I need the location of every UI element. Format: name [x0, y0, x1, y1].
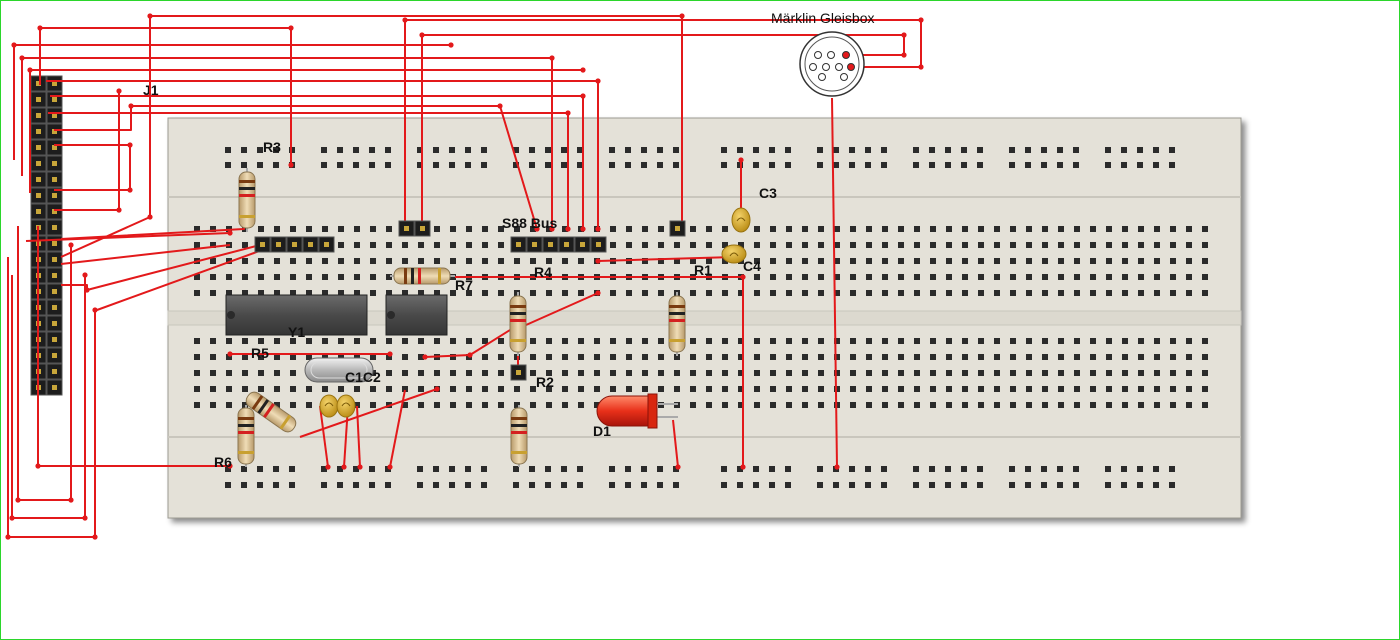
r1-label: R1: [694, 262, 712, 278]
c1c2-label: C1C2: [345, 369, 381, 385]
r5-label: R5: [251, 345, 269, 361]
led-d1: [596, 393, 678, 429]
resistor-r7: [390, 267, 455, 285]
d1-label: D1: [593, 423, 611, 439]
r2-label: R2: [536, 374, 554, 390]
gleisbox-title: Märklin Gleisbox: [771, 10, 874, 26]
j1-pin-header: [30, 75, 63, 396]
ic-interface: [385, 294, 448, 336]
y1-label: Y1: [288, 324, 305, 340]
capacitor-c1: [319, 394, 339, 418]
crystal-y1: [304, 357, 374, 383]
resistor-r1: [668, 292, 686, 356]
board-pin-headers: [254, 220, 686, 381]
din-connector-gleisbox: [799, 31, 865, 97]
resistor-r3: [238, 168, 256, 232]
c4-label: C4: [743, 258, 761, 274]
s88-bus-label: S88 Bus: [502, 215, 557, 231]
r3-label: R3: [263, 139, 281, 155]
c3-label: C3: [759, 185, 777, 201]
resistor-r4: [509, 292, 527, 356]
ic-microcontroller: [225, 294, 368, 336]
r7-label: R7: [455, 277, 473, 293]
capacitor-c2: [336, 394, 356, 418]
capacitor-c4: [721, 244, 747, 264]
resistor-r5: [245, 391, 297, 433]
r4-label: R4: [534, 264, 552, 280]
resistor-r2: [510, 405, 528, 467]
resistor-r6: [237, 405, 255, 467]
capacitor-c3: [731, 207, 751, 233]
r6-label: R6: [214, 454, 232, 470]
